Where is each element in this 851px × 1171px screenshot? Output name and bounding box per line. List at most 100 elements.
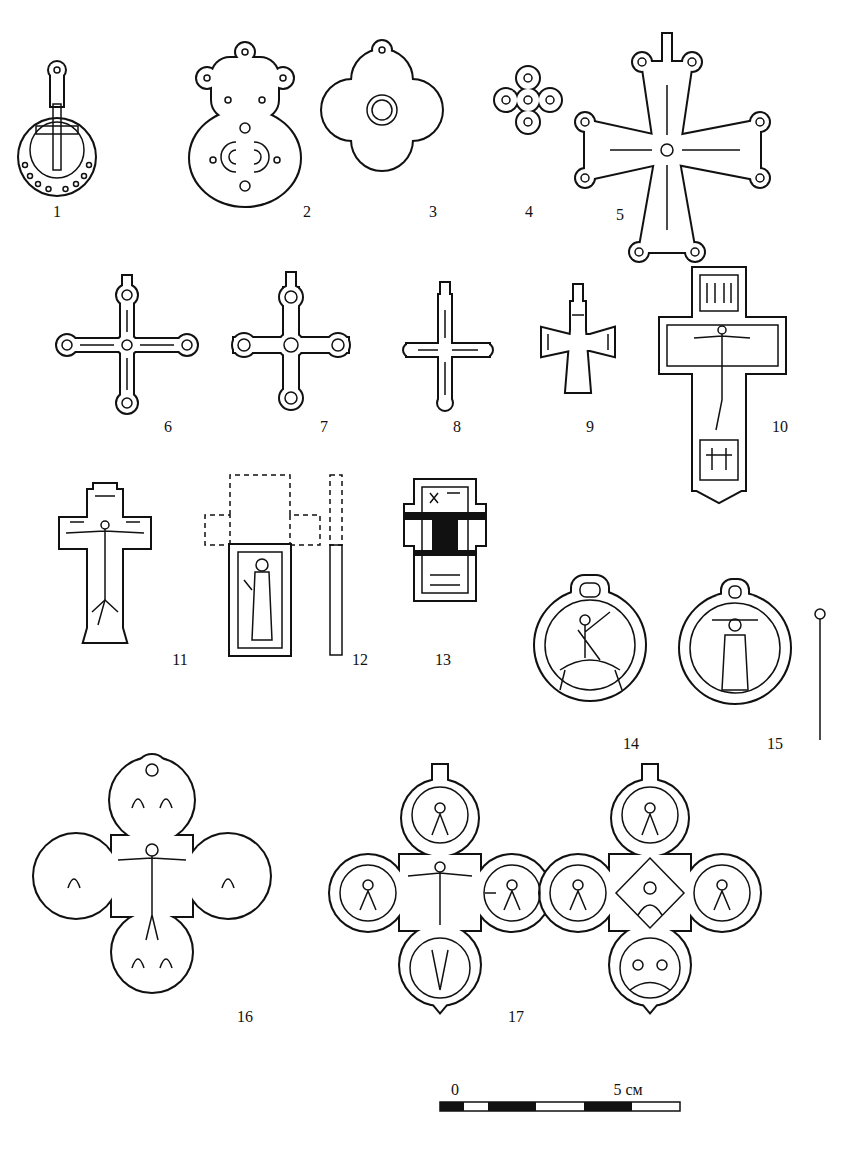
artifact-detail [576,34,769,261]
artifact-detail [46,187,51,192]
artifact-detail [580,583,600,597]
artifact-detail [204,75,210,81]
artifact-detail [540,765,760,1012]
artifact-detail [657,960,667,970]
callout-number: 7 [320,418,328,436]
artifact-detail [28,174,33,179]
artifact-detail [53,104,61,170]
artifact-detail [230,545,290,655]
artifact-detail [645,803,655,813]
artifact-detail [330,545,342,655]
artifact-detail [332,339,344,351]
artifact-detail [430,493,460,585]
artifact-detail [274,157,280,163]
callout-number: 3 [429,203,437,221]
artifact-detail [367,95,397,125]
callout-number: 11 [172,651,187,669]
callout-number: 14 [623,735,639,753]
artifact-detail [284,338,298,352]
artifact-detail [440,1102,680,1111]
artifact-detail [756,174,764,182]
artifact-detail [225,97,231,103]
artifact-detail [63,187,68,192]
artifact-detail [485,892,496,894]
artifact-detail [573,880,583,890]
artifact-detail [68,799,234,968]
artifact-detail [706,283,732,470]
artifact-detail [118,856,186,940]
artifact-detail [408,872,472,990]
artifact-detail [210,157,216,163]
artifact-detail [507,880,517,890]
artifact-detail [412,787,468,843]
artifact-detail [560,612,622,690]
artifact-detail [729,586,741,598]
artifact-detail [694,865,750,921]
artifact-detail [36,126,78,134]
artifact-detail [576,34,769,261]
callout-number: 17 [508,1008,524,1026]
artifact-detail [415,550,475,556]
callout-number: 2 [303,203,311,221]
artifact-detail [756,118,764,126]
artifact-detail [87,163,92,168]
callout-number: 10 [772,418,788,436]
artifact-detail [642,814,658,835]
artifact-detail [240,123,250,133]
artifact-detail [74,182,79,187]
artifact-detail [259,97,265,103]
artifact-detail [638,58,646,66]
artifact-detail [524,96,532,104]
artifact-detail [700,275,738,311]
artifact-detail [633,960,643,970]
artifact-detail [535,576,645,700]
artifact-detail [548,315,608,350]
scale-label: 0 [451,1081,459,1099]
callout-number: 8 [453,418,461,436]
artifact-detail [230,545,290,655]
artifact-detail [280,75,286,81]
artifact-detail [542,285,614,392]
artifact-detail [630,983,670,991]
callout-number: 1 [53,203,61,221]
artifact-detail [404,283,492,410]
artifact-detail [340,865,396,921]
artifact-detail [238,339,250,351]
artifact-detail [535,576,645,700]
artifact-detail [819,619,821,740]
artifact-detail [584,1102,632,1111]
artifact-detail [661,144,673,156]
artifact-detail [545,600,635,690]
artifact-detail [432,520,458,550]
callout-number: 12 [352,651,368,669]
artifact-detail [504,891,520,910]
artifact-detail [635,248,643,256]
artifact-detail [146,844,158,856]
artifact-detail [221,142,236,172]
artifact-detail [34,755,270,992]
artifact-detail [190,43,300,206]
artifact-detail [23,163,28,168]
artifact-detail [405,512,485,520]
artifact-detail [694,334,750,430]
artifact-detail [620,938,680,998]
artifact-detail [638,905,662,915]
artifact-detail [688,58,696,66]
artifact-detail [233,273,349,409]
artifact-detail [729,619,741,631]
artifact-detail [700,440,738,480]
artifact-detail [524,118,532,126]
artifact-detail [372,100,392,120]
artifact-detail [322,41,442,170]
artifact-detail [182,340,192,350]
callout-number: 9 [586,418,594,436]
scale-label: 5 см [613,1081,642,1099]
artifact-detail [101,521,109,529]
artifact-detail [717,880,727,890]
artifact-detail [379,47,385,53]
artifact-detail [34,755,270,992]
artifact-detail [712,620,758,690]
artifact-detail [60,484,150,642]
artifact-detail [718,326,726,334]
